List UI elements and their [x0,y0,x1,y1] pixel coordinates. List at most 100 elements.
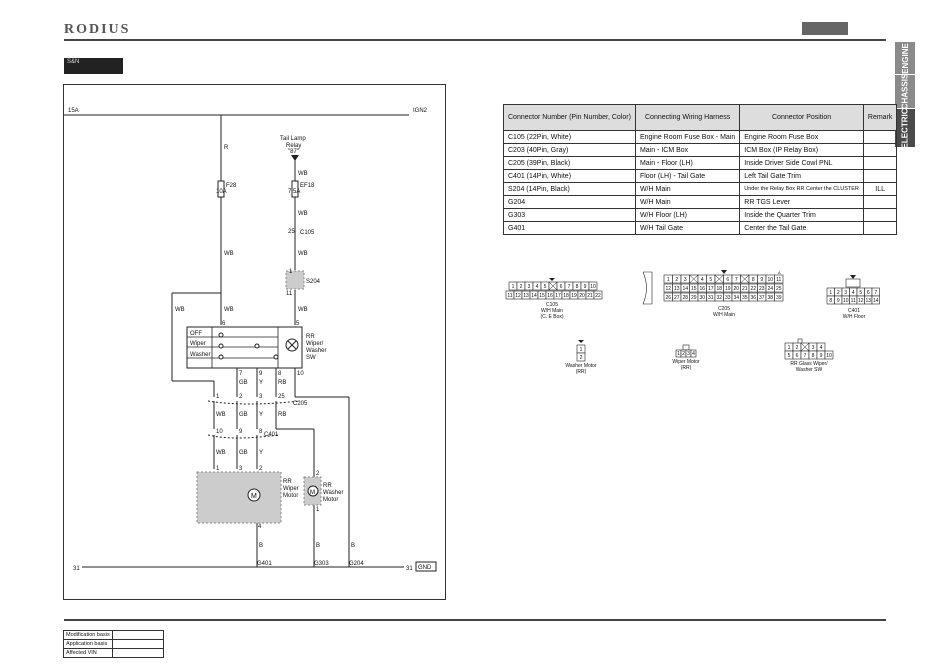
wire-color-gb-2: GB [239,412,248,418]
connector-pin-label: 4 [536,284,539,290]
connector-pin-label: 16 [699,286,705,292]
wire-color-wb-7: WB [298,307,308,313]
connector-pin-label: 1 [788,345,791,351]
connector-pin [690,349,697,358]
ground-g204: G204 [349,561,364,567]
connector-caption: Washer SW [796,367,823,373]
pin-motor-2: 2 [259,466,263,472]
connector-caption: (C. E Box) [540,314,563,320]
switch-label-1: RR [306,334,315,340]
connector-pin-label: 9 [760,277,763,283]
key-arrow-icon [721,270,727,274]
wiper-motor-area [196,471,282,524]
relay-label-2: Relay [286,143,301,149]
connector-latch [642,271,653,305]
connector-pin-label: 36 [750,295,756,301]
connector-caption: Washer Motor [565,363,597,369]
ground-g303: G303 [314,561,329,567]
pin-c401-8: 8 [259,429,263,435]
tab-engine[interactable]: ENGINE [895,42,915,74]
connector-pin-label: 10 [767,277,773,283]
connector-pin-label: 12 [665,286,671,292]
key-arrow-icon [549,278,555,281]
connector-pin-label: 1 [580,347,583,353]
connector-pin-label: 2 [837,290,840,296]
wire-color-y-2: Y [259,412,263,418]
connector-pin-label: 3 [684,277,687,283]
table-row: G303 W/H Floor (LH) Inside the Quarter T… [503,208,898,222]
connector-pin-label: 13 [865,298,871,304]
tab-electric[interactable]: ELECTRIC [895,108,915,148]
connector-name: C401 [848,308,860,314]
connector-table: Connector Number (Pin Number, Color) Con… [503,104,898,235]
switch-state-washer: Washer [190,352,210,358]
connector-pin-label: 8 [829,298,832,304]
col-connector-number: Connector Number (Pin Number, Color) [503,104,636,131]
table-row: Application basis [63,639,165,649]
connector-pin-label: 35 [742,295,748,301]
pin-washer-2: 2 [316,471,320,477]
pin-c401-10: 10 [216,429,223,435]
connector-pin-label: 7 [874,290,877,296]
connector-pin-label: 4 [852,290,855,296]
relay-label-3: "87" [288,149,299,155]
wire-color-wb-3: WB [224,251,234,257]
connector-pin-label: 1 [677,351,680,357]
connector-pin-label: 10 [826,353,832,359]
fuse-ef18 [291,180,299,198]
table-row: C401 (14Pin, White) Floor (LH) - Tail Ga… [503,169,898,183]
connector-pin-label: 12 [515,293,521,299]
connector-pin-label: 37 [759,295,765,301]
ground-box-label: GND [418,565,432,571]
section-tab: S&N [64,58,123,74]
pin-c205-2: 2 [239,394,243,400]
connector-pin-label: 13 [523,293,529,299]
connector-pin-label: 6 [560,284,563,290]
connector-pin-label: 30 [699,295,705,301]
connector-pin-label: 4 [692,351,695,357]
connector-pin-label: 11 [776,277,781,283]
wire-color-wb-8: WB [216,412,226,418]
connector-pin-label: 25 [776,286,782,292]
connector-pin-label: 20 [733,286,739,292]
connector-pin [824,350,834,360]
pin-c401-9: 9 [239,429,243,435]
connector-pin-label: 1 [512,284,515,290]
pin-motor-4: 4 [258,524,262,530]
connector-pin-label: 26 [665,295,671,301]
connector-pin-label: 8 [576,284,579,290]
connector-pin-label: 3 [528,284,531,290]
bus-left-label: 15A [68,108,79,114]
connector-pin-label: 21 [587,293,593,299]
connector-pin-label: 38 [767,295,773,301]
connector-caption: (RR) [576,369,587,375]
wire-color-b-1: B [259,543,263,549]
wire-color-b-2: B [316,543,320,549]
fuse-f28-name: F28 [226,183,237,189]
switch-state-off: OFF [190,331,202,337]
table-row: S204 (14Pin, Black) W/H Main Under the R… [503,182,898,196]
connector-pin-label: 11 [851,298,856,304]
connector-pin-label: 19 [571,293,577,299]
diagram-frame: M M 15A IGN2 Tail Lamp Relay "87" R WB F… [63,84,446,600]
wiper-motor-label-3: Motor [283,493,298,499]
pin-c205-3: 3 [259,394,263,400]
connector-pin [774,274,784,284]
connector-pin-label: 34 [733,295,739,301]
pin-sw-8: 8 [278,371,282,377]
connector-pin-label: 23 [759,286,765,292]
connector-caption: W/H Main [541,308,563,314]
table-row: C203 (40Pin, Gray) Main - ICM Box ICM Bo… [503,143,898,157]
ground-right-label: 31 [406,566,413,572]
header-rule [64,39,886,41]
pin-washer-1: 1 [316,507,320,513]
connector-c401: C401 [264,432,279,438]
connector-pin-label: 9 [584,284,587,290]
switch-label-4: SW [306,355,316,361]
splice-s204 [285,270,305,290]
tab-chassis[interactable]: CHASSIS [895,74,915,109]
connector-pin-label: 16 [547,293,553,299]
